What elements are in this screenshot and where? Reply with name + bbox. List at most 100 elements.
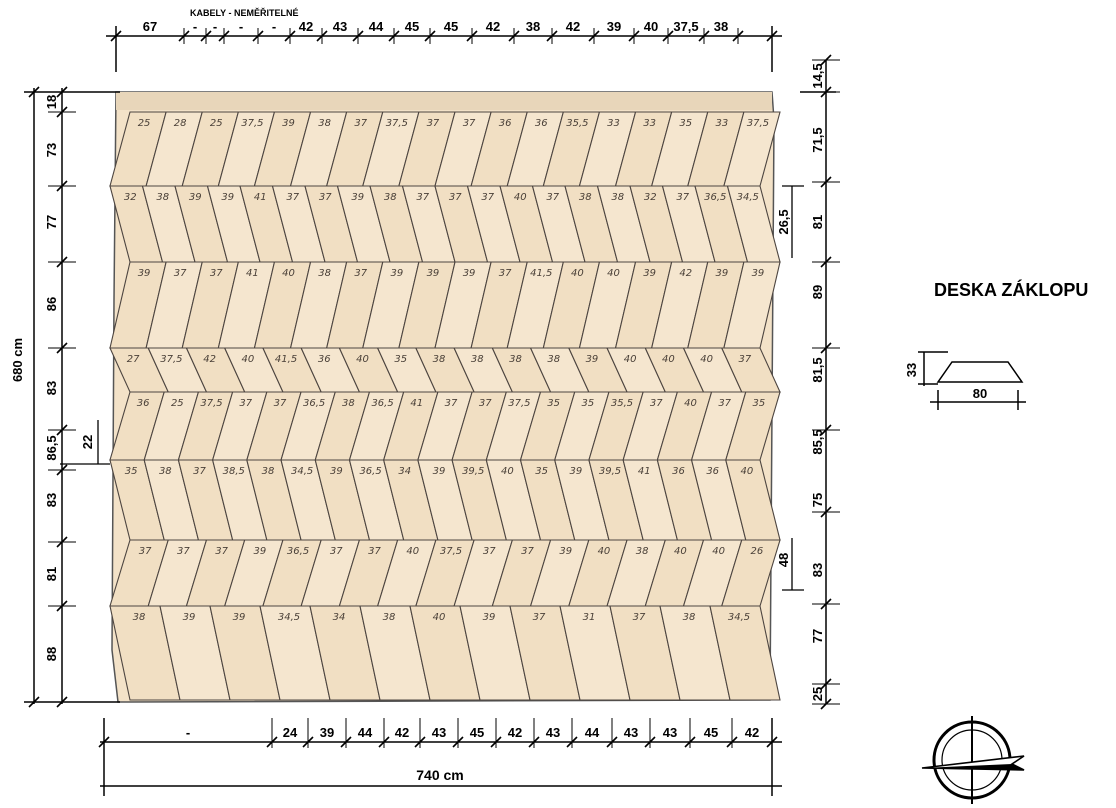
board-length-label: 41 <box>254 192 267 203</box>
board-length-label: 34,5 <box>278 612 300 623</box>
board-length-label: 39,5 <box>462 466 484 477</box>
board-length-label: 35,5 <box>611 398 633 409</box>
left-dimension-value: 86 <box>44 297 59 311</box>
legend-width-label: 80 <box>973 386 987 401</box>
board-length-label: 26 <box>751 546 764 557</box>
right-offset-markers <box>782 185 804 591</box>
board-length-label: 41,5 <box>530 268 552 279</box>
board-length-label: 35 <box>394 354 407 365</box>
bottom-dimension-value: 45 <box>704 725 718 740</box>
board-length-label: 40 <box>700 354 713 365</box>
board-length-label: 33 <box>643 118 656 129</box>
bottom-dimension-value: 42 <box>745 725 759 740</box>
board-length-label: 31 <box>583 612 596 623</box>
board-length-label: 39 <box>351 192 364 203</box>
board-length-label: 39 <box>183 612 196 623</box>
board-length-label: 36 <box>318 354 331 365</box>
board-length-label: 41 <box>410 398 423 409</box>
board-length-label: 34,5 <box>291 466 313 477</box>
top-dimension-value: 38 <box>714 19 728 34</box>
board-length-label: 37 <box>533 612 546 623</box>
board-length-label: 41,5 <box>275 354 297 365</box>
left-dimension-value: 73 <box>44 143 59 157</box>
left-dimension-value: 81 <box>44 567 59 581</box>
board-length-label: 25 <box>210 118 223 129</box>
board-length-label: 37 <box>521 546 534 557</box>
board-length-label: 35 <box>581 398 594 409</box>
top-dimension-value: 67 <box>143 19 157 34</box>
top-dimension-value: - <box>213 19 217 34</box>
board-length-label: 37 <box>427 118 440 129</box>
right-dimension-value: 25 <box>810 687 825 701</box>
top-dimension-value: 45 <box>405 19 419 34</box>
right-dimension-value: 71,5 <box>810 127 825 152</box>
board-length-label: 37 <box>483 546 496 557</box>
board-length-label: 40 <box>501 466 514 477</box>
board-length-label: 40 <box>607 268 620 279</box>
board-length-label: 37 <box>174 268 187 279</box>
left-dimension-value: 77 <box>44 215 59 229</box>
board-length-label: 37 <box>739 354 752 365</box>
board-length-label: 40 <box>514 192 527 203</box>
board-length-label: 38 <box>611 192 624 203</box>
total-width-label: 740 cm <box>416 767 463 783</box>
top-dimension-value: 45 <box>444 19 458 34</box>
board-length-label: 37 <box>416 192 429 203</box>
board-length-label: 39 <box>559 546 572 557</box>
board-length-label: 38 <box>509 354 522 365</box>
parquet-board <box>709 605 781 701</box>
board-length-label: 37 <box>718 398 731 409</box>
right-dimension-value: 75 <box>810 493 825 507</box>
board-length-label: 39 <box>253 546 266 557</box>
board-length-label: 37 <box>239 398 252 409</box>
board-length-label: 36,5 <box>287 546 309 557</box>
board-length-label: 38 <box>433 354 446 365</box>
board-length-label: 39 <box>138 268 151 279</box>
board-length-label: 39 <box>390 268 403 279</box>
board-length-label: 38,5 <box>223 466 245 477</box>
board-length-label: 39 <box>282 118 295 129</box>
board-length-label: 39 <box>189 192 202 203</box>
board-length-label: 34 <box>398 466 411 477</box>
board-length-label: 35 <box>535 466 548 477</box>
board-length-label: 40 <box>356 354 369 365</box>
board-length-label: 37,5 <box>440 546 462 557</box>
board-length-label: 33 <box>715 118 728 129</box>
board-length-label: 40 <box>282 268 295 279</box>
north-arrow-icon <box>921 716 1025 804</box>
board-length-label: 36 <box>535 118 548 129</box>
top-dimension-value: 44 <box>369 19 384 34</box>
board-length-label: 37,5 <box>160 354 182 365</box>
top-dimension-ticks <box>110 28 778 44</box>
board-length-label: 41 <box>246 268 259 279</box>
right-dimension-ticks <box>812 54 840 710</box>
right-dimension-value: 83 <box>810 563 825 577</box>
top-dimension-value: 42 <box>566 19 580 34</box>
left-dimension-value: 83 <box>44 381 59 395</box>
board-length-label: 37 <box>449 192 462 203</box>
board-length-label: 36,5 <box>303 398 325 409</box>
board-length-label: 40 <box>598 546 611 557</box>
board-length-label: 36,5 <box>371 398 393 409</box>
bottom-dimension-value: 24 <box>283 725 298 740</box>
board-length-label: 37,5 <box>241 118 263 129</box>
board-length-label: 37 <box>210 268 223 279</box>
bottom-dimension-value: 43 <box>624 725 638 740</box>
left-dimension-value: 86,5 <box>44 435 59 460</box>
bottom-dimension-value: 42 <box>395 725 409 740</box>
total-height-label: 680 cm <box>10 338 25 382</box>
top-dimension-value: 43 <box>333 19 347 34</box>
right-dimension-value: 89 <box>810 285 825 299</box>
board-length-label: 38 <box>318 268 331 279</box>
bottom-dimension-value: - <box>186 725 190 740</box>
board-length-label: 38 <box>547 354 560 365</box>
top-dimension-value: 40 <box>644 19 658 34</box>
board-length-label: 37,5 <box>200 398 222 409</box>
board-length-label: 39 <box>433 466 446 477</box>
top-dimension-value: - <box>272 19 276 34</box>
left-tick <box>28 86 40 98</box>
